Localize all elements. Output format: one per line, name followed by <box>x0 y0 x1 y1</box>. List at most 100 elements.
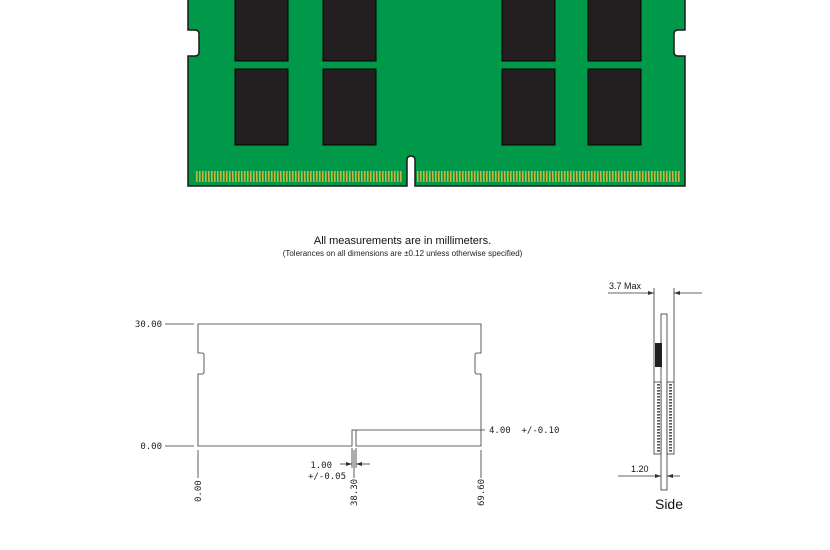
side-contact-pin <box>657 396 660 398</box>
notch-width-value: 1.00 <box>310 461 332 471</box>
arrow-max-left <box>648 291 654 295</box>
side-contact-pin <box>657 432 660 434</box>
gold-contact-pin <box>196 171 198 182</box>
gold-contact-pin <box>504 171 506 182</box>
gold-contact-pin <box>465 171 467 182</box>
gold-contact-pin <box>477 171 479 182</box>
gold-contact-pin <box>322 171 324 182</box>
gold-contact-pin <box>286 171 288 182</box>
gold-contact-pin <box>295 171 297 182</box>
side-contact-pin <box>669 390 672 392</box>
gold-contact-pin <box>561 171 563 182</box>
gold-contact-pin <box>313 171 315 182</box>
pcb-thickness-label: 1.20 <box>631 464 649 474</box>
gold-contact-pin <box>447 171 449 182</box>
gold-contact-pin <box>462 171 464 182</box>
gold-contact-pin <box>513 171 515 182</box>
gold-contact-pin <box>385 171 387 182</box>
side-contact-pin <box>657 423 660 425</box>
gold-contact-pin <box>528 171 530 182</box>
arrow-max-right <box>674 291 680 295</box>
gold-contact-pin <box>489 171 491 182</box>
gold-contact-pin <box>639 171 641 182</box>
gold-contact-pin <box>328 171 330 182</box>
gold-contact-pin <box>570 171 572 182</box>
gold-contact-pin <box>588 171 590 182</box>
side-contact-pin <box>657 429 660 431</box>
gold-contact-pin <box>265 171 267 182</box>
gold-contact-pin <box>615 171 617 182</box>
pcb-board <box>187 0 686 187</box>
measurement-note: All measurements are in millimeters. <box>313 235 492 247</box>
gold-contact-pin <box>543 171 545 182</box>
gold-contact-pin <box>531 171 533 182</box>
gold-contact-pin <box>441 171 443 182</box>
gold-contact-pin <box>199 171 201 182</box>
gold-contact-pin <box>501 171 503 182</box>
gold-contact-pin <box>310 171 312 182</box>
gold-contact-pin <box>495 171 497 182</box>
gold-contact-pin <box>420 171 422 182</box>
side-contact-pin <box>657 384 660 386</box>
side-contact-pin <box>669 384 672 386</box>
gold-contact-pin <box>256 171 258 182</box>
gold-contact-pin <box>268 171 270 182</box>
gold-contact-pin <box>642 171 644 182</box>
side-contact-pin <box>669 402 672 404</box>
gold-contact-pin <box>453 171 455 182</box>
gold-contact-pin <box>325 171 327 182</box>
side-contact-pin <box>669 423 672 425</box>
side-contact-pin <box>669 429 672 431</box>
side-contact-pin <box>669 426 672 428</box>
gold-contact-pin <box>283 171 285 182</box>
gold-contact-pin <box>510 171 512 182</box>
arrow-thick-left <box>655 474 661 478</box>
side-contact-pin <box>657 387 660 389</box>
gold-contact-pin <box>609 171 611 182</box>
gold-contact-pin <box>307 171 309 182</box>
gold-contact-pin <box>540 171 542 182</box>
side-contact-pin <box>669 414 672 416</box>
gold-contact-pin <box>555 171 557 182</box>
side-contact-pin <box>669 447 672 449</box>
side-contact-pin <box>657 408 660 410</box>
gold-contact-pin <box>483 171 485 182</box>
side-chip-black <box>655 343 662 367</box>
front-view-drawing <box>165 323 485 478</box>
side-contact-pin <box>669 435 672 437</box>
side-contact-pin <box>669 405 672 407</box>
gold-contact-pin <box>226 171 228 182</box>
gold-contact-pin <box>633 171 635 182</box>
gold-contact-pin <box>576 171 578 182</box>
gold-contact-pin <box>549 171 551 182</box>
arrow-notch-right <box>356 462 362 466</box>
side-view-arrows <box>648 291 680 478</box>
gold-contact-pin <box>657 171 659 182</box>
side-contact-pin <box>657 417 660 419</box>
side-pcb <box>660 313 668 491</box>
side-contact-pin <box>657 405 660 407</box>
gold-contact-pin <box>235 171 237 182</box>
gold-contact-pin <box>606 171 608 182</box>
gold-contact-pin <box>358 171 360 182</box>
gold-contact-pin <box>367 171 369 182</box>
side-contact-pin <box>657 399 660 401</box>
gold-contact-pin <box>316 171 318 182</box>
memory-chip <box>234 68 289 146</box>
gold-contact-pin <box>429 171 431 182</box>
side-contact-pin <box>657 411 660 413</box>
memory-chip <box>501 68 556 146</box>
gold-contact-pin <box>546 171 548 182</box>
notch-height-label: 4.00 +/-0.10 <box>489 426 559 436</box>
gold-contact-pin <box>558 171 560 182</box>
gold-contact-pin <box>426 171 428 182</box>
gold-contact-pin <box>567 171 569 182</box>
gold-contact-pin <box>564 171 566 182</box>
gold-contact-pin <box>669 171 671 182</box>
gold-contacts-right <box>417 171 680 182</box>
gold-contact-pin <box>519 171 521 182</box>
gold-contact-pin <box>355 171 357 182</box>
gold-contact-pin <box>471 171 473 182</box>
side-contact-pin <box>657 402 660 404</box>
